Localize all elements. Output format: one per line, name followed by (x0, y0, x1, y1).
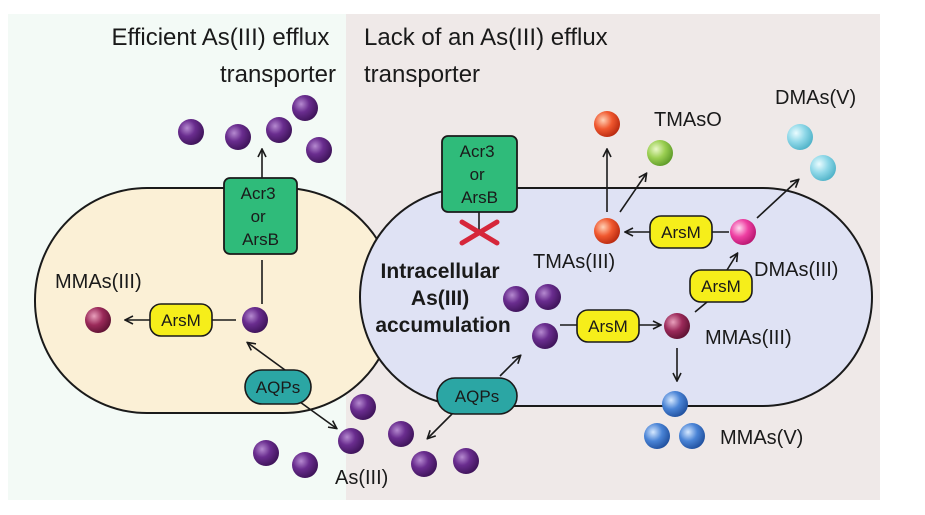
svg-text:ArsM: ArsM (661, 223, 701, 242)
svg-text:ArsM: ArsM (701, 277, 741, 296)
mmas-to-arsm-line (694, 301, 708, 313)
mmas5-molecules (644, 391, 705, 449)
oxidation-arrow-tmas (619, 174, 646, 213)
dmas3-label: DMAs(III) (754, 259, 838, 281)
mmas3-label-right: MMAs(III) (705, 327, 792, 349)
dmas5-molecules (787, 124, 836, 181)
svg-text:ArsM: ArsM (588, 317, 628, 336)
dmas5-label: DMAs(V) (775, 87, 856, 109)
aqp-channel-right: AQPs (436, 377, 518, 415)
tmas3-molecule (594, 218, 620, 244)
as3-molecules-effluxed (178, 95, 332, 163)
efflux-transporter-left: Acr3 or ArsB (223, 177, 298, 255)
as3-molecules-extracellular (253, 394, 479, 478)
aqp-influx-arrow-left (248, 343, 286, 371)
svg-text:ArsM: ArsM (161, 311, 201, 330)
efflux-transporter-right: Acr3 or ArsB (441, 135, 518, 213)
mmas5-label: MMAs(V) (720, 427, 803, 449)
svg-text:Acr3 or ArsB: Acr3 or ArsB (241, 184, 281, 249)
tmas3-label: TMAs(III) (533, 251, 615, 273)
svg-text:Acr3 or ArsB: Acr3 or ArsB (460, 142, 500, 207)
aqp-outflow-arrow-left (299, 401, 336, 428)
methylation-arrow-dmas (726, 254, 737, 271)
svg-text:AQPs: AQPs (256, 378, 300, 397)
left-panel-title: Efficient As(III) efflux transporter (111, 24, 336, 88)
left-cell (34, 187, 396, 414)
block-cross-icon (459, 219, 500, 246)
mmas3-label-left: MMAs(III) (55, 271, 142, 293)
as3-molecules-accumulated (503, 284, 561, 349)
as3-label: As(III) (335, 467, 388, 489)
arsm-enzyme-center: ArsM (576, 309, 640, 343)
arsm-enzyme-left: ArsM (149, 303, 213, 337)
right-panel-title: Lack of an As(III) efflux transporter (364, 24, 614, 88)
svg-text:AQPs: AQPs (455, 387, 499, 406)
arsm-enzyme-upper: ArsM (649, 215, 713, 249)
oxidation-arrow-dmas (756, 180, 798, 219)
accumulation-label: Intracellular As(III) accumulation (375, 260, 510, 337)
mmas3-molecule-left (85, 307, 111, 333)
aqp-outflow-arrow-right (428, 413, 453, 438)
aqp-influx-arrow-right (499, 356, 520, 377)
arsm-enzyme-vertical: ArsM (689, 269, 753, 303)
tmaso-label: TMAsO (654, 109, 722, 131)
mmas3-molecule-right (664, 313, 690, 339)
as3-molecule-left-inside (242, 307, 268, 333)
aqp-channel-left: AQPs (244, 369, 312, 405)
tmaso-molecule (647, 140, 673, 166)
tmas-volatile-molecule (594, 111, 620, 137)
dmas3-molecule (730, 219, 756, 245)
